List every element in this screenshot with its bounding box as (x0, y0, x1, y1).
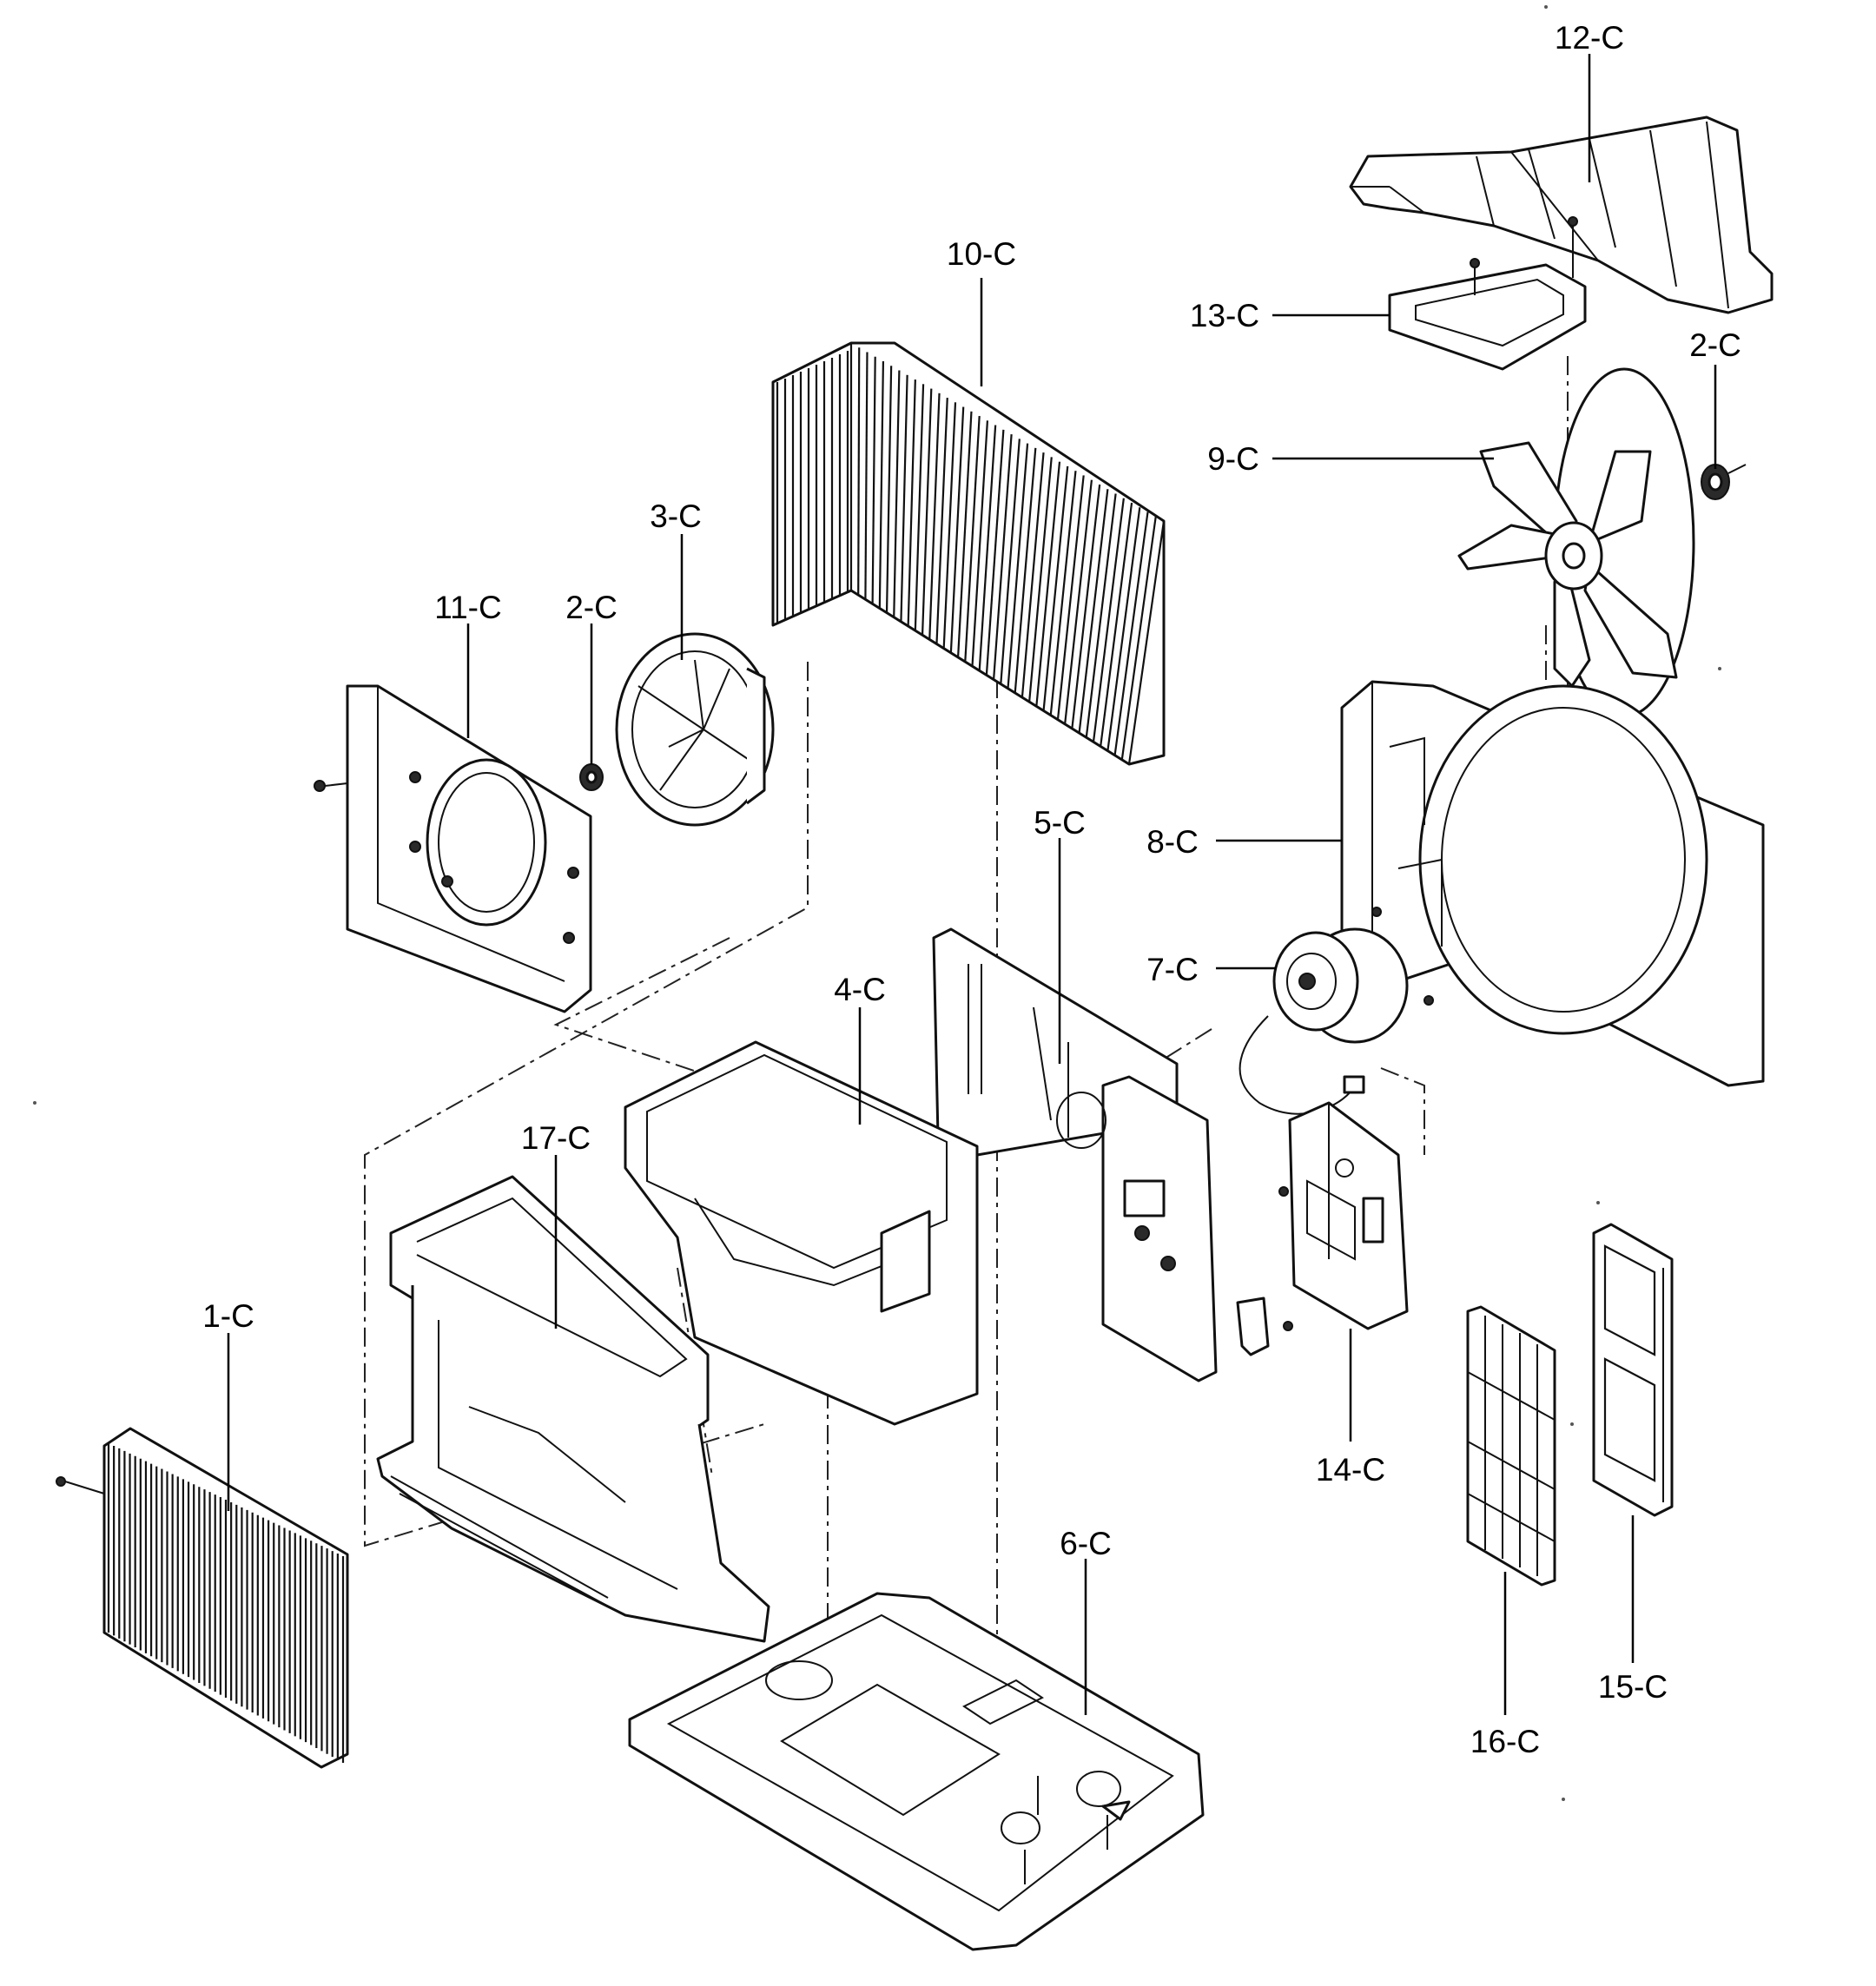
coil-fin (1000, 439, 1021, 684)
label-5-c: 5-C (1034, 805, 1086, 841)
coil-fin (1127, 520, 1166, 765)
coil-fin (900, 374, 908, 622)
coil-fin (857, 347, 861, 596)
coil-fin (1113, 511, 1149, 755)
coil-fin (1028, 457, 1053, 703)
part-blower-wheel (615, 632, 775, 827)
coil-fin (1100, 502, 1133, 747)
label-2-c-right: 2-C (1689, 327, 1741, 363)
coil-fin (935, 398, 948, 644)
part-control-box (1278, 1101, 1409, 1330)
coil-fin (993, 434, 1013, 680)
label-11-c: 11-C (434, 590, 501, 625)
coil-fin (1021, 452, 1045, 698)
coil-fin (864, 352, 869, 600)
label-15-c: 15-C (1598, 1669, 1668, 1705)
part-grille (1466, 1305, 1556, 1587)
coil-fin (885, 366, 893, 613)
coil-fin (1078, 489, 1109, 734)
coil-fin (956, 411, 973, 657)
coil-fin (985, 429, 1005, 676)
part-collar-left (579, 763, 604, 791)
label-12-c: 12-C (1555, 20, 1624, 56)
part-top-cover (1349, 115, 1774, 314)
part-orifice-panel (314, 684, 592, 1013)
coil-fin (1064, 479, 1093, 724)
label-13-c: 13-C (1190, 298, 1259, 333)
coil-fin (1085, 493, 1117, 738)
coil-fin (921, 388, 933, 636)
label-6-c: 6-C (1060, 1526, 1112, 1561)
coil-fin (942, 402, 957, 649)
label-16-c: 16-C (1470, 1724, 1540, 1759)
part-filter (1592, 1223, 1674, 1517)
label-8-c: 8-C (1146, 824, 1199, 860)
part-collar-right (1701, 464, 1747, 500)
condenser-fins (107, 1443, 345, 1763)
label-14-c: 14-C (1316, 1452, 1385, 1488)
part-condenser-coil (56, 1427, 349, 1769)
label-7-c: 7-C (1146, 952, 1199, 987)
label-9-c: 9-C (1207, 441, 1259, 477)
coil-fin (1120, 516, 1157, 761)
label-1-c: 1-C (202, 1298, 254, 1334)
coil-fin (1092, 498, 1125, 742)
label-17-c: 17-C (521, 1120, 591, 1156)
coil-fin (878, 361, 885, 609)
coil-fin (949, 406, 965, 653)
label-4-c: 4-C (834, 972, 886, 1007)
part-coil (771, 341, 1166, 766)
leader-lines (227, 54, 1717, 1715)
coil-fin (1049, 471, 1077, 716)
part-control-panel (932, 927, 1293, 1382)
part-shroud (1340, 680, 1765, 1087)
coil-fin (893, 370, 901, 617)
part-base-pan (628, 1592, 1205, 1951)
coil-fin (1056, 475, 1085, 720)
coil-fin (1035, 461, 1061, 707)
coil-fin (1071, 484, 1101, 729)
part-front-frame (376, 1175, 770, 1643)
coil-fin (978, 425, 997, 671)
coil-fin (907, 379, 916, 627)
coil-fin (1106, 507, 1141, 751)
coil-fin (914, 384, 925, 631)
part-bracket (1388, 216, 1587, 371)
part-fan-blade (1457, 367, 1695, 718)
callout-labels: 12-C 13-C 2-C 9-C 10-C 3-C 11-C 2-C 8-C … (202, 20, 1741, 1759)
label-2-c-left: 2-C (565, 590, 618, 625)
coil-fin (871, 356, 876, 604)
label-3-c: 3-C (650, 498, 702, 534)
label-10-c: 10-C (947, 236, 1016, 272)
coil-fin (928, 393, 941, 640)
part-air-duct (624, 1040, 979, 1426)
coil-fin (1042, 465, 1069, 711)
coil-fin (964, 416, 981, 663)
part-fan-motor (1239, 927, 1409, 1115)
coil-fin (1007, 443, 1029, 689)
print-specks (33, 5, 1721, 1801)
coil-fin (971, 420, 989, 667)
coil-fin (1014, 447, 1037, 694)
